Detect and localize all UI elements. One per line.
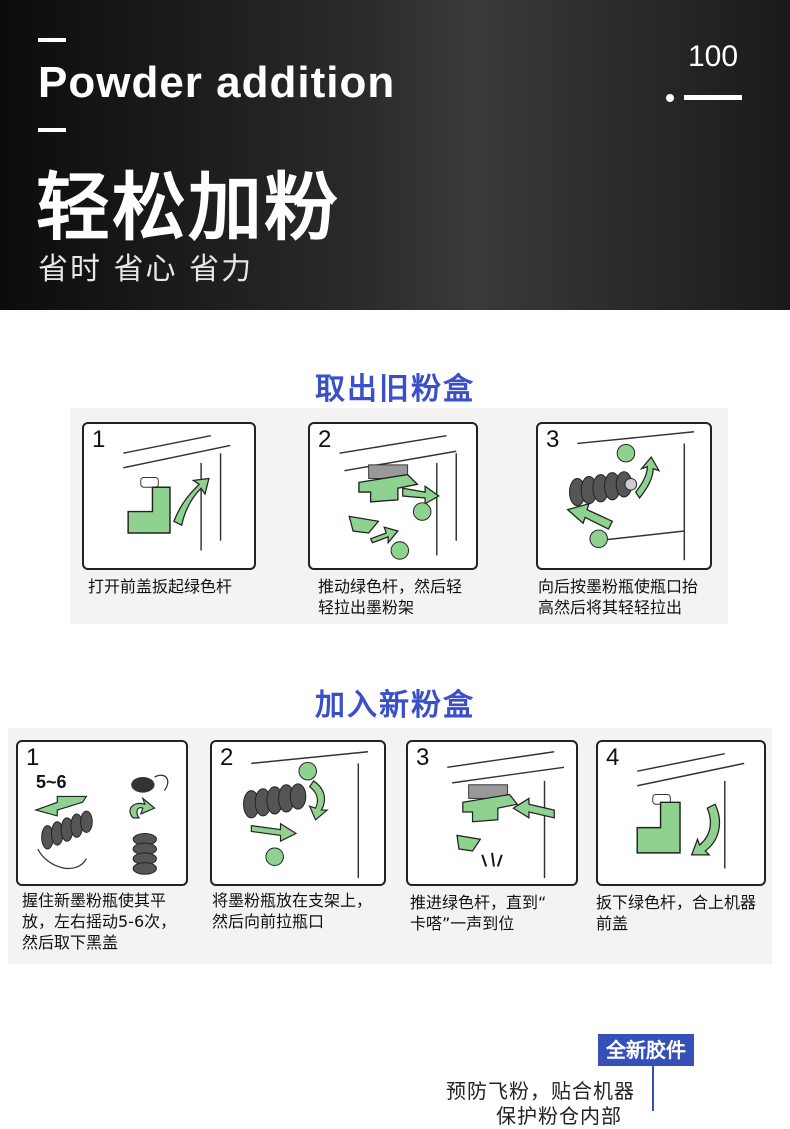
section-title-add: 加入新粉盒 (315, 688, 475, 723)
remove-step-2: 2 (308, 422, 478, 570)
add-step-1-caption-line-2: 放，左右摇动5-6次， (22, 912, 177, 931)
shake-count: 5~6 (36, 772, 67, 792)
remove-step-3-caption-line-2: 高然后将其轻轻拉出 (538, 598, 683, 617)
shake-bottle-illustration (33, 774, 169, 875)
feature-line-1: 预防飞粉，贴合机器 (446, 1079, 635, 1103)
section-title-remove: 取出旧粉盒 (315, 372, 475, 407)
add-step-2-caption-line-2: 然后向前拉瓶口 (212, 912, 325, 931)
add-step-2: 2 (210, 740, 386, 886)
remove-step-2-caption-line-2: 轻拉出墨粉架 (318, 598, 415, 617)
step-number: 1 (92, 426, 106, 453)
feature-badge: 全新胶件 (598, 1034, 694, 1066)
hero-title-cn: 轻松加粉 (36, 165, 340, 251)
hero-subtitle: 省时 省心 省力 (38, 252, 254, 287)
add-step-1-caption-line-1: 握住新墨粉瓶使其平 (22, 891, 167, 910)
add-step-4-caption-line-1: 扳下绿色杆，合上机器 (596, 893, 757, 912)
step-number: 1 (26, 744, 40, 771)
remove-step-3: 3 (536, 422, 712, 570)
step-number: 2 (220, 744, 234, 771)
place-bottle-illustration (243, 751, 369, 879)
add-step-2-caption-line-1: 将墨粉瓶放在支架上， (212, 891, 373, 910)
step-number: 3 (416, 744, 430, 771)
add-step-3-caption-line-1: 推进绿色杆，直到“ (410, 893, 547, 912)
feature-line-2: 保护粉仓内部 (496, 1104, 622, 1128)
page-number: 100 (688, 40, 739, 73)
remove-step-3-caption-line-1: 向后按墨粉瓶使瓶口抬 (538, 577, 699, 596)
remove-step-1-caption: 打开前盖扳起绿色杆 (88, 577, 233, 596)
remove-step-1: 1 (82, 422, 256, 570)
add-step-3-caption-line-2: 卡嗒”一声到位 (410, 914, 515, 933)
push-lever-illustration (339, 434, 457, 560)
decor-underline (684, 95, 742, 100)
remove-step-2-caption-line-1: 推动绿色杆，然后轻 (318, 577, 463, 596)
hero-banner: Powder addition 轻松加粉 省时 省心 省力 100 (0, 0, 790, 310)
lever-lift-illustration (123, 434, 231, 551)
add-step-1: 1 5~6 (16, 740, 188, 886)
hero-title-en: Powder addition (38, 58, 396, 107)
step-number: 4 (606, 744, 620, 771)
add-step-3: 3 (406, 740, 578, 886)
pull-bottle-illustration (566, 431, 695, 561)
decor-dash (38, 128, 66, 132)
add-step-4-caption-line-2: 前盖 (596, 914, 629, 933)
add-step-1-caption-line-3: 然后取下黑盖 (22, 933, 119, 952)
lower-lever-illustration (636, 752, 745, 869)
step-number: 3 (546, 426, 560, 453)
decor-dot (666, 94, 674, 102)
feature-divider (652, 1066, 654, 1111)
decor-dash (38, 38, 66, 42)
push-lever-click-illustration (447, 751, 565, 879)
step-number: 2 (318, 426, 332, 453)
add-step-4: 4 (596, 740, 766, 886)
